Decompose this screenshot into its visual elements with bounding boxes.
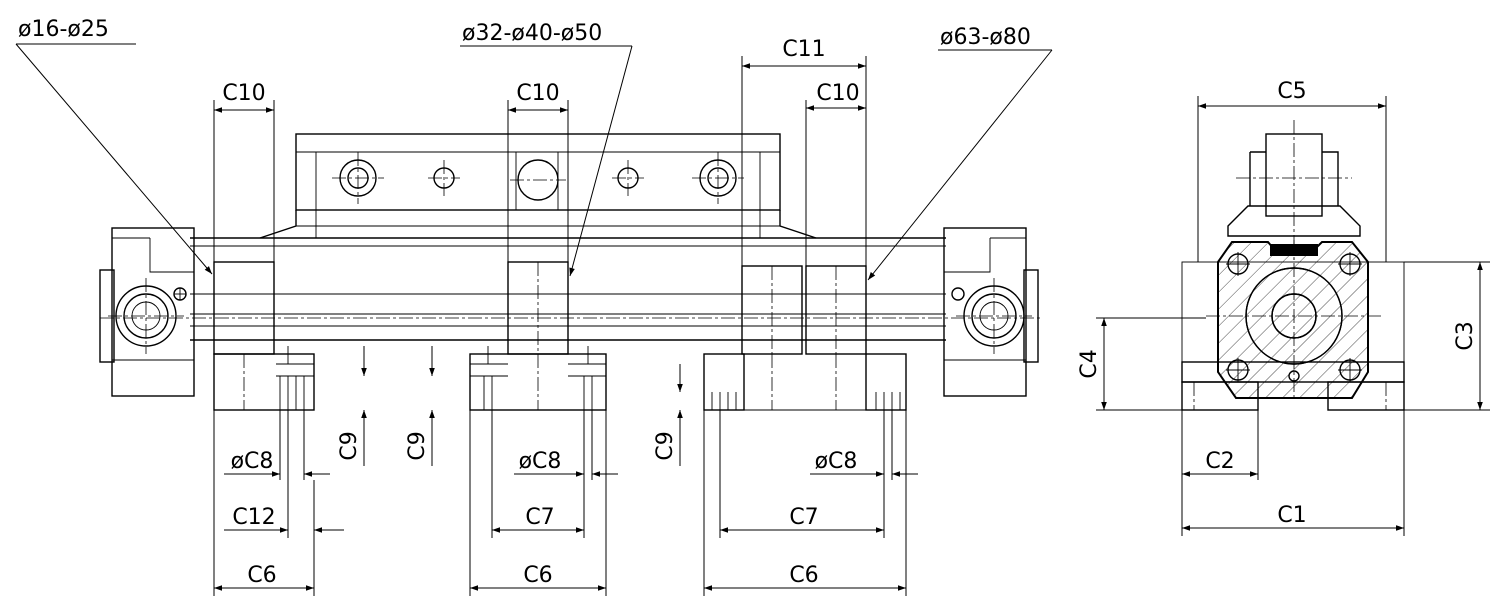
label-c1: C1: [1277, 503, 1306, 528]
dim-c9-left: C9: [337, 346, 367, 466]
label-c10-right: C10: [816, 81, 859, 106]
carriage-hole-center: [510, 159, 566, 201]
dim-c1: C1: [1182, 410, 1405, 536]
label-c5: C5: [1277, 79, 1306, 104]
carriage: [259, 133, 817, 239]
label-c6-right: C6: [789, 563, 818, 588]
callout-left-label: ø16-ø25: [18, 17, 109, 42]
callout-middle: ø32-ø40-ø50: [460, 21, 633, 277]
label-c11: C11: [782, 37, 825, 62]
dim-c8-middle: øC8: [514, 410, 618, 480]
label-c7-middle: C7: [525, 505, 554, 530]
dim-c7-middle: C7: [491, 410, 585, 538]
label-c12: C12: [232, 505, 275, 530]
label-c9-left: C9: [337, 431, 362, 460]
label-c9-middle: C9: [405, 431, 430, 460]
label-c8-middle: øC8: [519, 449, 562, 474]
dim-c10-middle: C10: [507, 81, 569, 262]
label-c10-middle: C10: [516, 81, 559, 106]
foot-middle: [469, 346, 607, 411]
label-c8-left: øC8: [231, 449, 274, 474]
label-c3: C3: [1453, 321, 1478, 350]
mount-block-3: [741, 265, 867, 355]
dim-c6-right: C6: [703, 410, 907, 596]
label-c9-right: C9: [653, 431, 678, 460]
dim-c10-right: C10: [805, 81, 866, 266]
carriage-hole-small-2: [612, 160, 644, 196]
label-c6-middle: C6: [523, 563, 552, 588]
dim-c7-right: C7: [719, 410, 885, 538]
dim-c4: C4: [1077, 317, 1206, 411]
callout-left: ø16-ø25: [15, 17, 213, 275]
carriage-hole-small-1: [428, 160, 460, 196]
front-view: C10 C10 C11 C10 C9: [15, 17, 1053, 596]
dim-c8-left: øC8: [224, 410, 330, 480]
label-c7-right: C7: [789, 505, 818, 530]
dim-c9-middle: C9: [405, 346, 435, 466]
side-section: [1206, 240, 1384, 400]
dim-c3: C3: [1404, 261, 1490, 411]
left-end-cap: [99, 227, 195, 397]
foot-right: [703, 353, 907, 411]
dim-c8-right: øC8: [810, 410, 918, 480]
carriage-hole-left: [332, 152, 384, 204]
label-c6-left: C6: [247, 563, 276, 588]
cylinder-barrel: [100, 237, 1040, 341]
dim-c6-left: C6: [213, 410, 315, 596]
dim-c2: C2: [1181, 410, 1259, 536]
label-c4: C4: [1077, 349, 1102, 378]
dim-c10-left: C10: [213, 81, 275, 262]
label-c10-left: C10: [222, 81, 265, 106]
dim-c6-middle: C6: [469, 410, 607, 596]
callout-right: ø63-ø80: [867, 25, 1053, 281]
side-carriage: [1227, 120, 1361, 260]
foot-left: [213, 346, 315, 411]
side-view: C5 C3 C4 C2 C1: [1077, 79, 1490, 536]
right-end-cap: [943, 227, 1039, 397]
carriage-hole-right: [692, 152, 744, 204]
label-c8-right: øC8: [815, 449, 858, 474]
callout-middle-label: ø32-ø40-ø50: [462, 21, 602, 46]
dim-c5: C5: [1197, 79, 1387, 262]
dim-c11: C11: [741, 37, 867, 266]
dim-c12: C12: [224, 410, 344, 538]
callout-right-label: ø63-ø80: [940, 25, 1031, 50]
dim-c9-right: C9: [653, 364, 683, 466]
label-c2: C2: [1205, 449, 1234, 474]
